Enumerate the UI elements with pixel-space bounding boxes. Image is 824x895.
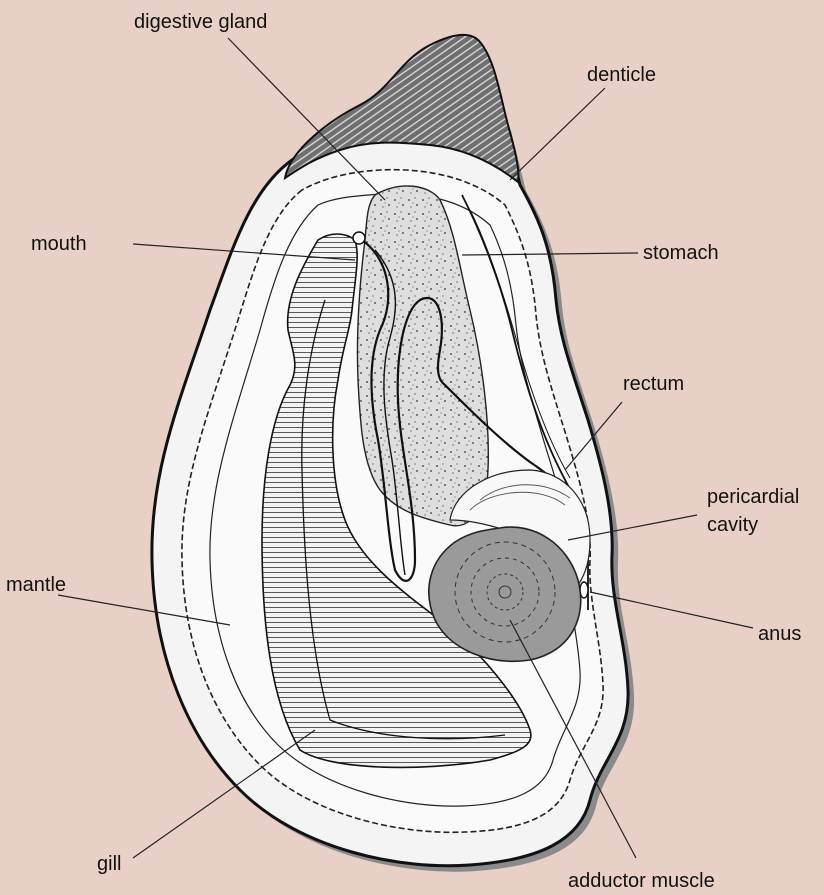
label-pericardial-line1: pericardial [707, 486, 799, 508]
leader-denticle [510, 88, 605, 180]
label-mouth: mouth [31, 233, 87, 255]
mouth-opening [353, 232, 365, 244]
adductor-muscle [429, 527, 581, 661]
label-digestive-gland: digestive gland [134, 11, 267, 33]
label-adductor-muscle: adductor muscle [568, 870, 715, 892]
label-pericardial-line2: cavity [707, 514, 758, 536]
label-denticle: denticle [587, 64, 656, 86]
label-anus: anus [758, 623, 801, 645]
label-stomach: stomach [643, 242, 719, 264]
label-mantle: mantle [6, 574, 66, 596]
label-rectum: rectum [623, 373, 684, 395]
label-gill: gill [97, 853, 121, 875]
